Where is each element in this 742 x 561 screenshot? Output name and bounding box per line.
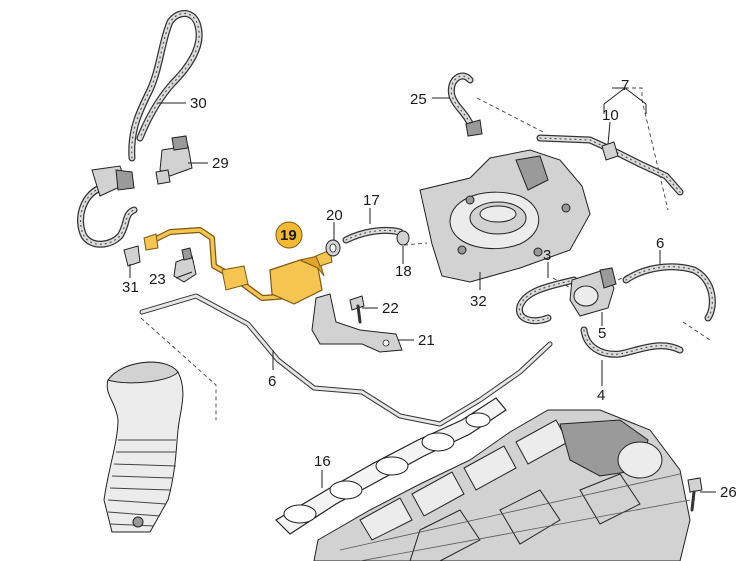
callout-3: 3: [543, 247, 551, 264]
callout-19-highlight: 19: [275, 221, 303, 249]
callout-10: 10: [602, 107, 619, 124]
callout-6-lower: 6: [268, 373, 276, 390]
intake-hose: [103, 361, 184, 533]
part-6-hose-right: [622, 263, 716, 322]
part-5-valve: [569, 267, 617, 317]
part-16-gasket: [275, 397, 507, 535]
part-19-valve: [269, 249, 333, 305]
callout-6-right: 6: [656, 235, 664, 252]
callout-20: 20: [326, 207, 343, 224]
callout-4: 4: [597, 387, 605, 404]
callout-22: 22: [382, 300, 399, 317]
dashed-reference-lines: [140, 87, 711, 420]
part-4-hose: [580, 326, 684, 358]
part-17-hose: [342, 226, 404, 244]
callout-23: 23: [149, 271, 166, 288]
part-3-hose: [516, 276, 578, 325]
part-20-clamp: [325, 239, 341, 257]
leader-lines: [129, 87, 716, 493]
part-32-oil-separator: [419, 149, 591, 283]
callout-29: 29: [212, 155, 229, 172]
part-19-highlighted-pipe: [143, 227, 293, 301]
callout-18: 18: [395, 263, 412, 280]
part-30-hose-loop: [77, 10, 203, 248]
callout-19: 19: [280, 227, 297, 244]
callout-21: 21: [418, 332, 435, 349]
callout-31: 31: [122, 279, 139, 296]
part-23-bracket: [173, 247, 197, 283]
part-29-sensor: [155, 135, 193, 185]
callout-17: 17: [363, 192, 380, 209]
part-31-clip: [123, 245, 141, 267]
callout-26: 26: [720, 484, 737, 501]
part-26-bolt: [687, 477, 703, 512]
callout-16: 16: [314, 453, 331, 470]
callout-labels: 30 29 25 7 10 17 20 19 18 6 3 23 31 22 3…: [122, 77, 737, 501]
part-7-hose: [536, 134, 684, 196]
callout-25: 25: [410, 91, 427, 108]
part-6-long-pipe: [139, 293, 553, 427]
part-22-bolt: [349, 295, 365, 324]
part-10-connector: [601, 141, 619, 161]
callout-30: 30: [190, 95, 207, 112]
part-25-hose: [447, 72, 483, 137]
part-18-clamp: [396, 230, 410, 246]
part-21-bracket: [311, 293, 403, 353]
callout-32: 32: [470, 293, 487, 310]
callout-5: 5: [598, 325, 606, 342]
intake-manifold: [313, 409, 691, 561]
callout-7: 7: [621, 77, 629, 94]
